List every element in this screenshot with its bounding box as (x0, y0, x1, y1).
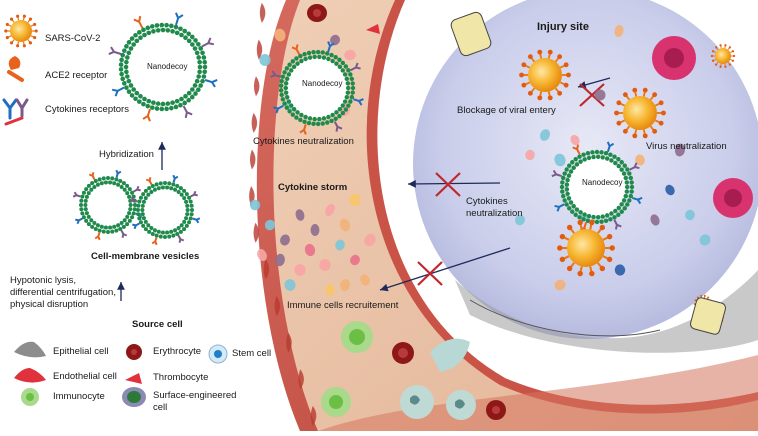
legend-stem-cell-label: Stem cell (232, 349, 271, 360)
nanodecoy-particle (130, 175, 200, 245)
legend-epithelial-label: Epithelial cell (53, 347, 108, 358)
legend-endothelial-label: Endothelial cell (53, 372, 117, 383)
cytokine-receptors-icon (4, 100, 27, 124)
legend-virus-label: SARS-CoV-2 (45, 34, 100, 45)
legend-ace2-label: ACE2 receptor (45, 71, 107, 82)
hybridization-label: Hybridization (99, 150, 154, 161)
nanodecoy-label-injury: Nanodecoy (582, 178, 622, 187)
legend-thrombocyte-label: Thrombocyte (153, 373, 208, 384)
source-cell-label: Source cell (132, 320, 183, 331)
nanodecoy-label-vessel: Nanodecoy (302, 79, 342, 88)
legend-top (4, 15, 38, 124)
legend-surface-engineered-label-1: Surface-engineered (153, 391, 236, 402)
epithelial-icon (14, 342, 46, 358)
immunocyte-cell (341, 321, 373, 353)
injury-cytokines-label-1: Cytokines (466, 197, 508, 208)
injury-site-title: Injury site (537, 21, 589, 34)
surface-engineered-icon (122, 387, 146, 407)
method-line-3: physical disruption (10, 300, 88, 311)
cytokine-storm-label: Cytokine storm (278, 183, 347, 194)
legend-immunocyte-label: Immunocyte (53, 392, 105, 403)
method-line-1: Hypotonic lysis, (10, 276, 76, 287)
nanodecoy-label-left: Nanodecoy (147, 62, 187, 71)
immunocyte-icon (21, 388, 39, 406)
legend-cytokine-receptors-label-1: Cytokines receptors (45, 105, 129, 116)
virus-icon (4, 15, 38, 48)
immunocyte-cell (446, 390, 476, 420)
injury-cytokines-label-2: neutralization (466, 209, 523, 220)
endothelial-icon (14, 368, 46, 383)
virus-neutralization-label: Virus neutralization (646, 142, 727, 153)
legend-erythrocyte-label: Erythrocyte (153, 347, 201, 358)
vessel-cytokines-neutralization-label: Cytokines neutralization (253, 137, 354, 148)
thrombocyte-icon (125, 373, 142, 384)
method-line-2: differential centrifugation, (10, 288, 116, 299)
virus-particle (4, 15, 38, 48)
erythrocyte-icon (126, 344, 142, 360)
blockage-label: Blockage of viral entery (457, 106, 556, 117)
immunocyte-cell (400, 385, 434, 419)
nanodecoy-particle (73, 170, 143, 240)
cytokine-particle (325, 284, 334, 296)
immunocyte-cell (321, 387, 351, 417)
stem-cell-icon (209, 345, 227, 363)
immune-recruitment-label: Immune cells recruitement (287, 301, 398, 312)
legend-surface-engineered-label-2: cell (153, 403, 167, 414)
vesicles-label: Cell-membrane vesicles (91, 252, 199, 263)
ace2-icon (9, 56, 22, 80)
